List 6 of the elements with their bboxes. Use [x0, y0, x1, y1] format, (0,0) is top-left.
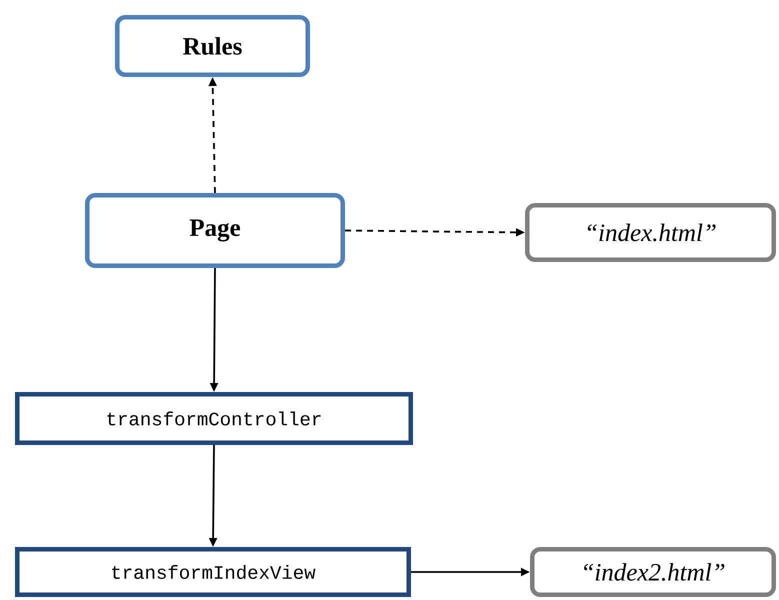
entity-box: Page [85, 193, 345, 268]
file-box: “index2.html” [530, 547, 776, 597]
entity-box: Rules [115, 15, 310, 77]
file-box: “index.html” [525, 203, 776, 262]
class-box: transformIndexView [15, 547, 411, 597]
class-box: transformController [15, 392, 413, 445]
